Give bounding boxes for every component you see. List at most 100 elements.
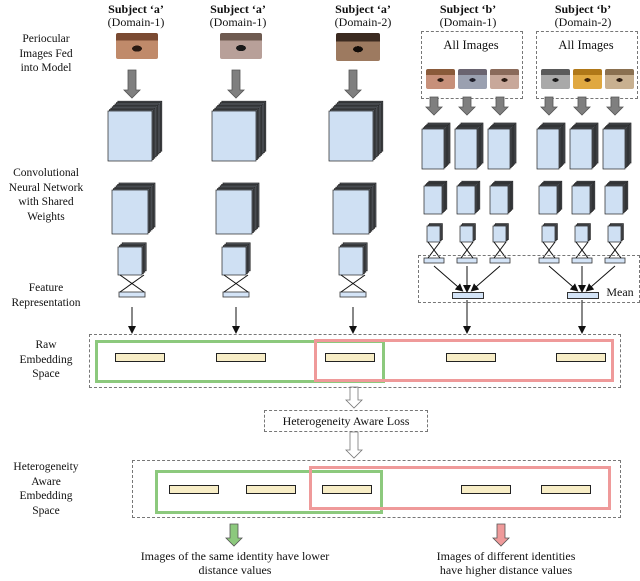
subject-header-2: Subject ‘a’(Domain-1) (209, 2, 267, 29)
same-identity-region-raw (95, 340, 385, 383)
conv-layer3-b3 (541, 223, 558, 243)
hetero-embedding-space-box (132, 460, 621, 518)
loss-box (264, 410, 428, 432)
conv-layer1-a2 (211, 100, 267, 162)
hetero-embedding-b1 (461, 485, 511, 494)
input-arrow-b4 (573, 96, 591, 116)
input-arrow-b0 (425, 96, 443, 116)
conv-layer1-a2-sheet (211, 110, 257, 162)
conv-layer2-b0 (423, 180, 448, 215)
conv-layer3-b4-sheet (574, 225, 589, 243)
all-images-label-2: All Images (558, 38, 614, 52)
conv-layer2-b2-sheet (489, 185, 509, 215)
conv-layer3-a2-sheet (221, 246, 247, 276)
mean-label: Mean (606, 285, 634, 299)
conv-layer1-a3-sheet (328, 110, 374, 162)
conv-layer3-a2 (221, 242, 251, 276)
eye-image-b2-2 (573, 69, 602, 89)
conv-layer1-a1 (107, 100, 163, 162)
conv-layer1-b0 (421, 122, 451, 170)
eye-image-b1-2 (458, 69, 487, 89)
hetero-embedding-b2 (541, 485, 591, 494)
eye-image-b1-1 (426, 69, 455, 89)
conv-layer3-b1 (459, 223, 476, 243)
all-images-box-domain1 (421, 31, 523, 99)
conv-layer2-b2 (489, 180, 514, 215)
connector-a3-2 (340, 274, 366, 293)
conv-layer2-b3 (538, 180, 563, 215)
all-images-label-1: All Images (443, 38, 499, 52)
raw-embedding-b2 (556, 353, 606, 362)
conv-layer3-b5-sheet (607, 225, 622, 243)
mean-arrow-1-2 (585, 265, 616, 292)
input-arrow-a2 (227, 69, 245, 99)
raw-embedding-a1 (115, 353, 165, 362)
different-identity-region-hetero (309, 466, 611, 510)
arrow-same-identity (225, 523, 243, 547)
conv-layer2-a1-sheet (111, 189, 149, 235)
conv-layer1-a3 (328, 100, 384, 162)
feature-vector-a3 (339, 291, 367, 298)
conv-layer2-b5-sheet (604, 185, 624, 215)
hetero-embedding-a1 (169, 485, 219, 494)
hetero-embedding-a3 (322, 485, 372, 494)
conv-layer3-b1-sheet (459, 225, 474, 243)
eye-image-b2-1 (541, 69, 570, 89)
subject-header-3: Subject ‘a’(Domain-2) (334, 2, 392, 29)
eye-image-a3 (336, 33, 380, 61)
input-arrow-b3 (540, 96, 558, 116)
eye-image-b2-3 (605, 69, 634, 89)
conv-layer1-b2 (487, 122, 517, 170)
conv-layer3-b2-sheet (492, 225, 507, 243)
conv-layer3-b3-sheet (541, 225, 556, 243)
conv-layer3-b0-sheet (426, 225, 441, 243)
eye-image-a2 (220, 33, 262, 59)
arrow-different-identity (492, 523, 510, 547)
conv-layer2-b4 (571, 180, 596, 215)
subject-header-4: Subject ‘b’(Domain-1) (439, 2, 497, 29)
conv-layer2-b1-sheet (456, 185, 476, 215)
raw-embedding-space-box (89, 334, 621, 388)
conv-layer2-b3-sheet (538, 185, 558, 215)
same-identity-region-hetero (155, 470, 383, 514)
eye-image-a1 (116, 33, 158, 59)
feature-vector-b2 (489, 257, 511, 264)
hetero-embedding-a2 (246, 485, 296, 494)
feature-vector-b1 (456, 257, 478, 264)
subject-header-1: Subject ‘a’(Domain-1) (107, 2, 165, 29)
conv-layer1-b0-sheet (421, 128, 445, 170)
conv-layer3-a3 (338, 242, 368, 276)
conv-layer1-b5-sheet (602, 128, 626, 170)
input-arrow-a3 (344, 69, 362, 99)
conv-layer3-a1 (117, 242, 147, 276)
conv-layer1-a1-sheet (107, 110, 153, 162)
conv-layer3-b4 (574, 223, 591, 243)
conv-layer2-a1 (111, 182, 156, 235)
conv-layer2-a3-sheet (332, 189, 370, 235)
conv-layer1-b1 (454, 122, 484, 170)
conv-layer3-b2 (492, 223, 509, 243)
loss-label: Heterogeneity Aware Loss (282, 414, 410, 428)
feature-vector-a1 (118, 291, 146, 298)
subject-header-5: Subject ‘b’(Domain-2) (554, 2, 612, 29)
feature-vector-a2 (222, 291, 250, 298)
mean-arrow-1-0 (548, 265, 579, 292)
conv-layer3-a3-sheet (338, 246, 364, 276)
conv-layer1-b1-sheet (454, 128, 478, 170)
conv-layer1-b4-sheet (569, 128, 593, 170)
input-arrow-b2 (491, 96, 509, 116)
conv-layer3-a1-sheet (117, 246, 143, 276)
conv-layer2-b5 (604, 180, 629, 215)
conv-layer2-a2-sheet (215, 189, 253, 235)
conv-layer2-b0-sheet (423, 185, 443, 215)
feature-vector-b4 (571, 257, 593, 264)
all-images-box-domain2 (536, 31, 638, 99)
feature-vector-b5 (604, 257, 626, 264)
mean-arrow-0-2 (470, 265, 501, 292)
conv-layer1-b5 (602, 122, 632, 170)
